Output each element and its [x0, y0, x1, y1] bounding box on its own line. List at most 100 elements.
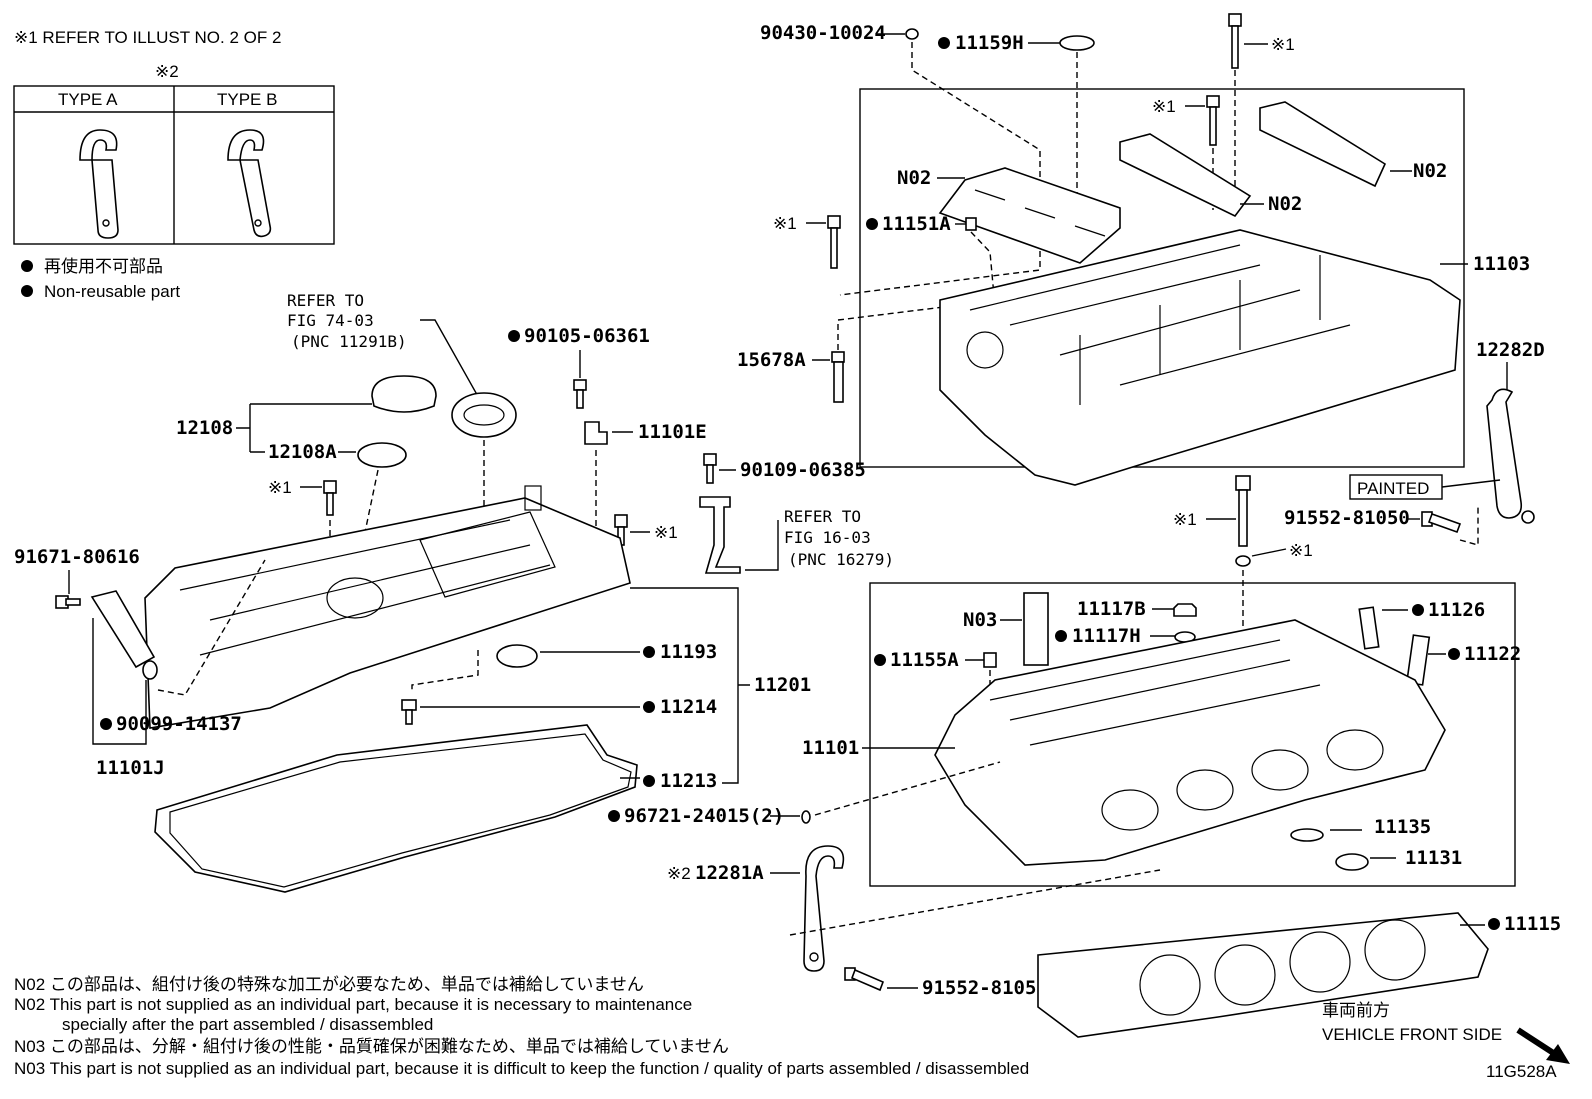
callout-11101E: 11101E	[638, 421, 707, 443]
callout-11101J: 11101J	[96, 757, 165, 779]
vehicle-front-arrow-icon	[1516, 1027, 1570, 1064]
dowel-pin-icon	[965, 217, 977, 231]
refer-fig-74-line2: FIG 74-03	[287, 311, 374, 330]
callout-11214: 11214	[660, 696, 717, 718]
oil-control-valve	[90, 590, 156, 669]
triple-gasket-icon	[1059, 35, 1095, 51]
seal-ring-11135	[1290, 828, 1324, 842]
callout-mark-1-top: ※1	[1271, 35, 1295, 54]
oil-filler-cap	[371, 375, 437, 413]
callout-12108: 12108	[176, 417, 233, 439]
cover-bolt-icon	[323, 480, 337, 516]
callout-11126: 11126	[1428, 599, 1485, 621]
emblem-icon	[451, 392, 517, 438]
spark-plug-tube-seal-icon	[801, 810, 811, 824]
callout-12282D: 12282D	[1476, 339, 1545, 361]
ocv-bolt-icon	[55, 595, 81, 609]
callout-mark-1-head-bolt: ※1	[1173, 510, 1197, 529]
filler-cap-gasket	[357, 442, 407, 468]
camshaft-housing	[939, 229, 1461, 486]
callout-12108A: 12108A	[268, 441, 337, 463]
callout-11131: 11131	[1405, 847, 1462, 869]
callout-n03: N03	[963, 609, 997, 631]
hanger-bolt-icon	[1421, 511, 1462, 534]
bolt-washer-icon	[1235, 555, 1251, 567]
refer-fig-16-line2: FIG 16-03	[784, 528, 871, 547]
o-ring-icon	[142, 660, 158, 680]
note-n03-en: N03 This part is not supplied as an indi…	[14, 1059, 1029, 1078]
type-a-label: TYPE A	[58, 90, 118, 109]
plug-icon	[1173, 603, 1197, 617]
non-reusable-dot-icon	[21, 285, 33, 297]
spark-plug-tube-gasket	[496, 644, 538, 668]
callout-mark-1-cover-right: ※1	[654, 523, 678, 542]
callout-n02-middle: N02	[1268, 193, 1302, 215]
illustration-id: 11G528A	[1486, 1062, 1557, 1081]
bracket-bolt-icon	[703, 453, 717, 484]
callout-11193: 11193	[660, 641, 717, 663]
cylinder-head-cover	[144, 497, 631, 729]
hook-type-b-icon	[227, 129, 272, 238]
valve-guide-11126	[1358, 606, 1380, 650]
head-dowel-pin-icon	[983, 652, 997, 668]
callout-90430-10024: 90430-10024	[760, 22, 886, 44]
callout-11117H: 11117H	[1072, 625, 1141, 647]
cylinder-head	[934, 619, 1446, 866]
callout-11213: 11213	[660, 770, 717, 792]
engine-hanger-rear	[1486, 388, 1523, 519]
callout-mark-1-washer: ※1	[1289, 541, 1313, 560]
vehicle-front-en: VEHICLE FRONT SIDE	[1322, 1025, 1502, 1044]
sensor-bolt-icon	[573, 379, 587, 409]
callout-11117B: 11117B	[1077, 598, 1146, 620]
wire-harness-bracket	[699, 496, 741, 574]
callout-90105-06361: 90105-06361	[524, 325, 650, 347]
callout-12281A: 12281A	[695, 862, 764, 884]
bolt-icon	[1206, 95, 1220, 146]
hanger-bolt-lower-icon	[844, 967, 885, 992]
engine-hanger-front	[803, 845, 845, 972]
bolt-icon	[1228, 13, 1242, 69]
non-reusable-dot-icon	[21, 260, 33, 272]
head-cover-gasket	[154, 724, 638, 893]
cylinder-head-gasket	[1037, 912, 1489, 1038]
refer-illust-note: ※1 REFER TO ILLUST NO. 2 OF 2	[14, 28, 281, 47]
vehicle-front-jp: 車両前方	[1322, 1001, 1390, 1020]
head-bolt-icon	[1235, 475, 1251, 547]
callout-11135: 11135	[1374, 816, 1431, 838]
callout-11101: 11101	[802, 737, 859, 759]
callout-11122: 11122	[1464, 643, 1521, 665]
callout-11115: 11115	[1504, 913, 1561, 935]
callout-11201: 11201	[754, 674, 811, 696]
callout-mark-1-cover-left: ※1	[268, 478, 292, 497]
callout-11155A: 11155A	[890, 649, 959, 671]
cylinder-head-group-box	[869, 582, 1516, 887]
callout-mark-1-left: ※1	[773, 214, 797, 233]
callout-11151A: 11151A	[882, 213, 951, 235]
type-b-label: TYPE B	[217, 90, 277, 109]
cam-bearing-cap-middle	[1119, 133, 1252, 218]
note-n03-jp: N03 この部品は、分解・組付け後の性能・品質確保が困難なため、単品では補給して…	[14, 1037, 729, 1056]
refer-fig-74-line3: (PNC 11291B)	[291, 332, 407, 351]
oil-seal-11131	[1335, 853, 1369, 871]
note-n02-en-line2: specially after the part assembled / dis…	[62, 1015, 433, 1034]
cam-bearing-cap-right	[1259, 101, 1387, 188]
stud-bolt-icon	[831, 351, 845, 403]
callout-11159H: 11159H	[955, 32, 1024, 54]
callout-n02-right: N02	[1413, 160, 1447, 182]
camshaft-housing-group-box	[859, 88, 1465, 468]
legend-jp: 再使用不可部品	[44, 256, 163, 276]
callout-91552-81050-lower: 91552-81050	[922, 977, 1048, 999]
refer-fig-74-line1: REFER TO	[287, 291, 364, 310]
callout-11103: 11103	[1473, 253, 1530, 275]
note-n02-en-line1: N02 This part is not supplied as an indi…	[14, 995, 692, 1014]
refer-fig-16-line3: (PNC 16279)	[788, 550, 894, 569]
callout-91671-80616: 91671-80616	[14, 546, 140, 568]
hook-type-a-icon	[79, 129, 119, 239]
legend-en: Non-reusable part	[44, 282, 180, 301]
callout-n02-left: N02	[897, 167, 931, 189]
cover-grommet-bolt-icon	[401, 699, 417, 725]
callout-90109-06385: 90109-06385	[740, 459, 866, 481]
note-n02-jp: N02 この部品は、組付け後の特殊な加工が必要なため、単品では補給していません	[14, 975, 644, 994]
cam-bearing-cap-left	[938, 167, 1121, 264]
painted-label: PAINTED	[1357, 479, 1429, 498]
